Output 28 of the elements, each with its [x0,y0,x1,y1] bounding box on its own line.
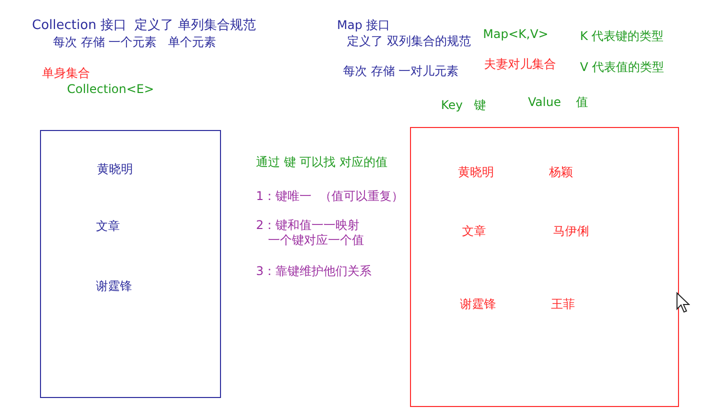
note-text: 夫妻对儿集合 [484,57,556,72]
name-box [410,127,679,407]
person-name: 黄晓明 [458,165,494,180]
note-text: 通过 键 可以找 对应的值 [256,155,388,170]
person-name: 黄晓明 [97,162,133,177]
note-text: Map<K,V> [483,27,548,42]
person-name: 马伊俐 [553,224,589,239]
person-name: 杨颖 [549,165,573,180]
person-name: 文章 [462,224,486,239]
person-name: 王菲 [551,297,575,312]
note-text: 3：靠键维护他们关系 [256,264,372,279]
note-text: Map 接口 [337,18,390,33]
note-text: 定义了 双列集合的规范 [347,34,471,49]
note-text: 每次 存储 一个元素 单个元素 [53,35,216,50]
name-box [40,130,221,398]
note-text: 每次 存储 一对儿元素 [343,64,459,79]
note-text: K 代表键的类型 [580,29,664,44]
person-name: 文章 [96,219,120,234]
note-text: V 代表值的类型 [580,60,664,75]
note-text: Collection 接口 定义了 单列集合规范 [32,18,256,33]
note-text: 单身集合 [42,66,90,81]
person-name: 谢霆锋 [96,279,132,294]
note-text: 2：键和值一一映射一个键对应一个值 [256,218,365,248]
note-text: Value 值 [528,95,588,110]
person-name: 谢霆锋 [460,297,496,312]
note-text: 1：键唯一 （值可以重复） [256,189,404,204]
note-text: Key 键 [441,98,486,113]
note-text: Collection<E> [67,82,154,97]
